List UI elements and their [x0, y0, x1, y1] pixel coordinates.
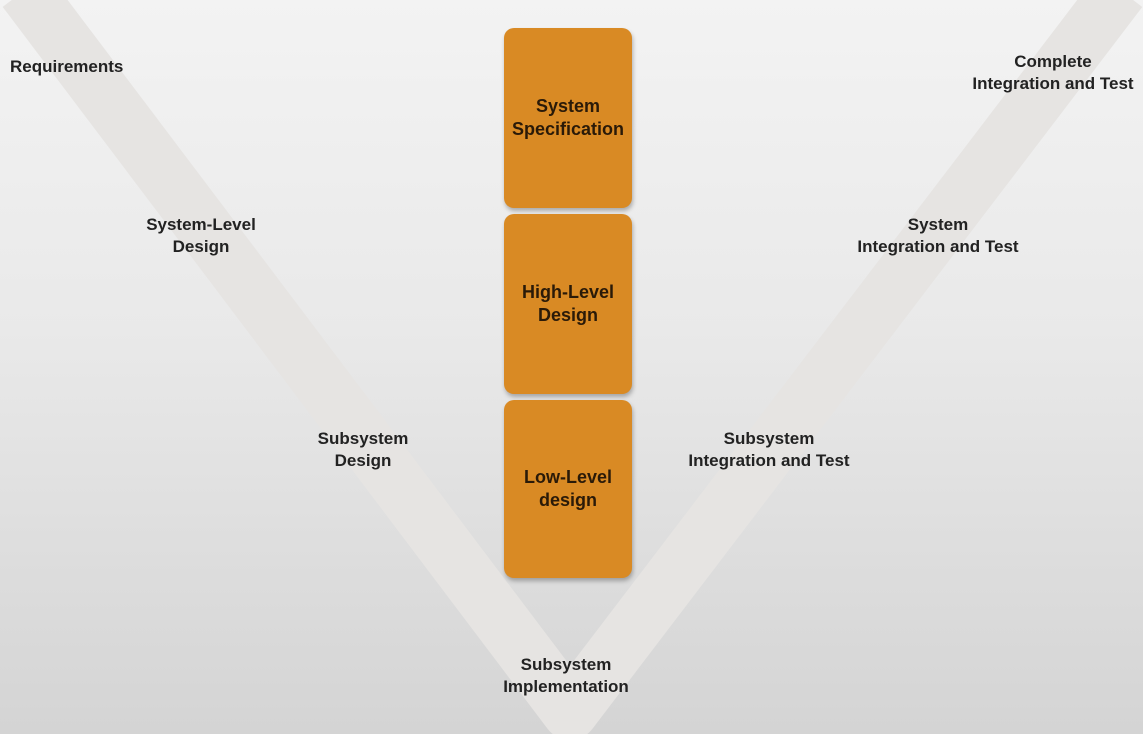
high-level-design-label: High-Level Design [521, 282, 614, 325]
high-level-design-box: High-Level Design [504, 214, 632, 394]
requirements-label: Requirements [10, 57, 124, 76]
system-specification-box: System Specification [504, 28, 632, 208]
low-level-design-box: Low-Level design [504, 400, 632, 578]
low-level-design-label: Low-Level design [523, 467, 612, 510]
subsystem-implementation-label: Subsystem Implementation [503, 655, 629, 696]
system-level-design-label: System-Level Design [146, 215, 256, 256]
system-integration-and-test-label: System Integration and Test [857, 215, 1019, 256]
system-specification-label: System Specification [511, 96, 625, 139]
complete-integration-and-test-label: Complete Integration and Test [972, 52, 1134, 93]
subsystem-integration-and-test-label: Subsystem Integration and Test [688, 429, 850, 470]
subsystem-design-label: Subsystem Design [317, 429, 409, 470]
